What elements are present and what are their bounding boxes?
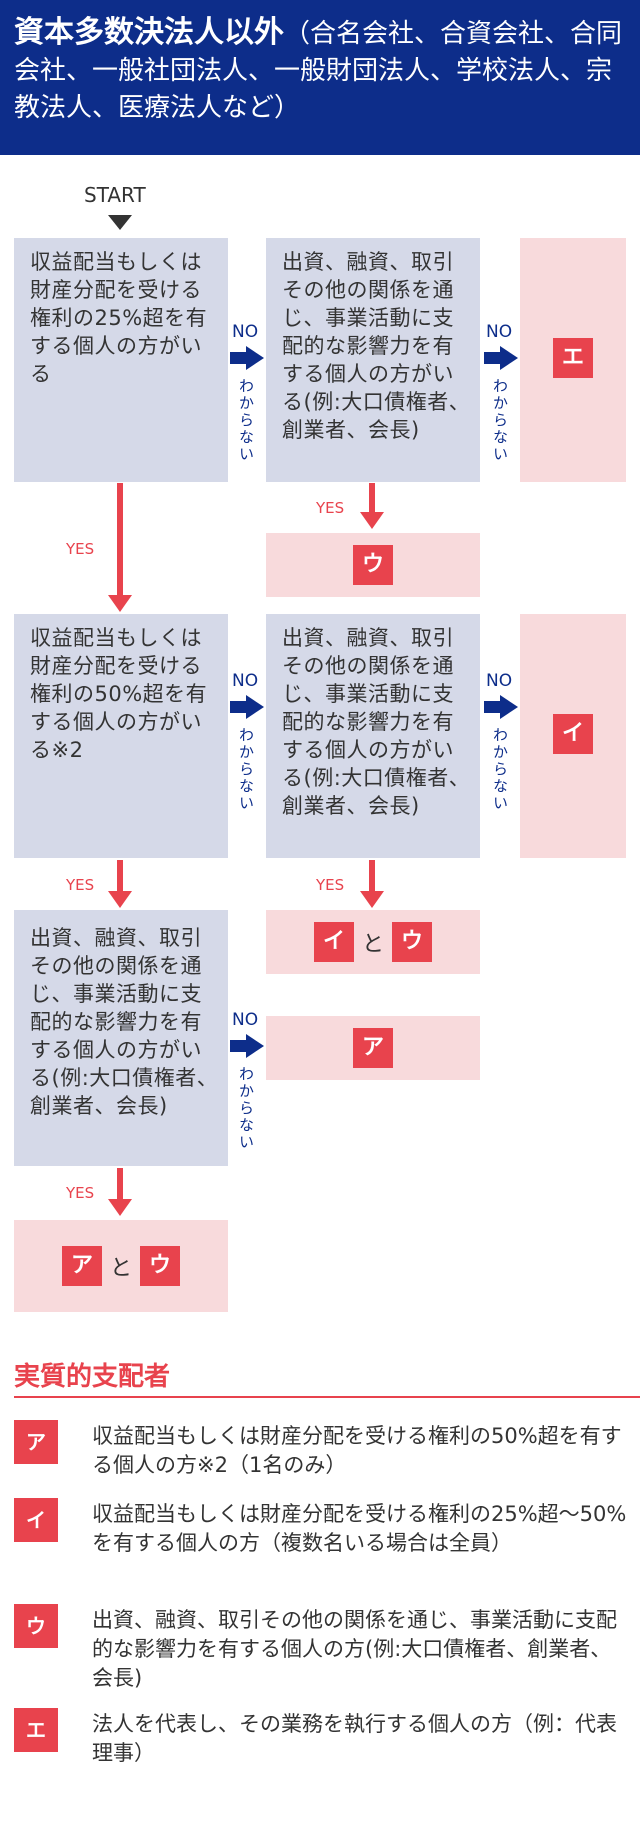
question-text-influence: 出資、融資、取引その他の関係を通じ、事業活動に支配的な影響力を有する個人の方がい…: [282, 250, 471, 442]
and-label: と: [110, 1256, 133, 1281]
legend-text-a: 収益配当もしくは財産分配を受ける権利の50%超を有する個人の方※2（1名のみ）: [92, 1424, 622, 1477]
tag-a: ア: [353, 1028, 393, 1068]
no-label: NO: [232, 322, 259, 342]
tag-u: ウ: [140, 1246, 180, 1286]
no-label: NO: [486, 322, 513, 342]
tag-i: イ: [553, 714, 593, 754]
no-label: NO: [232, 1010, 259, 1030]
arrow-yes-r1-left: [108, 483, 132, 612]
question-box-influence: 出資、融資、取引その他の関係を通じ、事業活動に支配的な影響力を有する個人の方がい…: [266, 238, 480, 482]
question-box-25: 収益配当もしくは財産分配を受ける権利の25%超を有する個人の方がいる: [14, 238, 228, 482]
arrow-no-r3: [230, 1034, 264, 1058]
arrow-no-r2a: [230, 695, 264, 719]
arrow-no-r1a: [230, 346, 264, 370]
legend-text-e: 法人を代表し、その業務を執行する個人の方（例：代表理事）: [92, 1712, 617, 1765]
question-text-25: 収益配当もしくは財産分配を受ける権利の25%超を有する個人の方がいる: [30, 250, 208, 386]
header-banner: 資本多数決法人以外（合名会社、合資会社、合同会社、一般社団法人、一般財団法人、学…: [0, 0, 640, 155]
yes-label: YES: [66, 540, 95, 558]
legend-text-u: 出資、融資、取引その他の関係を通じ、事業活動に支配的な影響力を有する個人の方(例…: [92, 1608, 617, 1690]
unknown-label: わからない: [491, 378, 509, 463]
and-label: と: [362, 932, 385, 957]
legend-tag-e: エ: [14, 1708, 58, 1752]
yes-label: YES: [316, 499, 345, 517]
section-divider: [14, 1396, 640, 1398]
tag-a: ア: [62, 1246, 102, 1286]
legend-tag-u: ウ: [14, 1604, 58, 1648]
start-arrow: [108, 215, 132, 230]
arrow-yes-r2-mid: [360, 860, 384, 908]
tag-i: イ: [314, 922, 354, 962]
yes-label: YES: [316, 876, 345, 894]
yes-label: YES: [66, 876, 95, 894]
arrow-yes-r2-left: [108, 860, 132, 908]
tag-u: ウ: [353, 545, 393, 585]
result-box-u: ウ: [266, 533, 480, 597]
arrow-yes-r3-left: [108, 1168, 132, 1216]
result-box-i: イ: [520, 614, 626, 858]
question-box-influence: 出資、融資、取引その他の関係を通じ、事業活動に支配的な影響力を有する個人の方がい…: [266, 614, 480, 858]
no-label: NO: [486, 671, 513, 691]
tag-u: ウ: [392, 922, 432, 962]
result-box-a-and-u: ア と ウ: [14, 1220, 228, 1312]
legend-text-i: 収益配当もしくは財産分配を受ける権利の25%超〜50%を有する個人の方（複数名い…: [92, 1502, 627, 1555]
arrow-no-r2b: [484, 695, 518, 719]
result-box-i-and-u: イ と ウ: [266, 910, 480, 974]
header-title-strong: 資本多数決法人以外: [14, 15, 284, 50]
question-text-influence: 出資、融資、取引その他の関係を通じ、事業活動に支配的な影響力を有する個人の方がい…: [30, 926, 219, 1118]
unknown-label: わからない: [237, 727, 255, 812]
start-label: START: [84, 183, 146, 207]
no-label: NO: [232, 671, 259, 691]
legend-tag-i: イ: [14, 1498, 58, 1542]
question-box-50: 収益配当もしくは財産分配を受ける権利の50%超を有する個人の方がいる※2: [14, 614, 228, 858]
header-title: 資本多数決法人以外（合名会社、合資会社、合同会社、一般社団法人、一般財団法人、学…: [14, 14, 630, 127]
arrow-yes-r1-mid: [360, 483, 384, 529]
question-box-influence: 出資、融資、取引その他の関係を通じ、事業活動に支配的な影響力を有する個人の方がい…: [14, 910, 228, 1166]
unknown-label: わからない: [237, 1066, 255, 1151]
legend-tag-a: ア: [14, 1420, 58, 1464]
section-title: 実質的支配者: [14, 1362, 171, 1392]
question-text-influence: 出資、融資、取引その他の関係を通じ、事業活動に支配的な影響力を有する個人の方がい…: [282, 626, 471, 818]
result-box-e: エ: [520, 238, 626, 482]
unknown-label: わからない: [491, 727, 509, 812]
result-box-a: ア: [266, 1016, 480, 1080]
header-title-rest: （合名会社、合資会社、合同会社、一般社団法人、一般財団法人、学校法人、宗教法人、…: [14, 19, 623, 123]
question-text-50: 収益配当もしくは財産分配を受ける権利の50%超を有する個人の方がいる※2: [30, 626, 208, 762]
yes-label: YES: [66, 1184, 95, 1202]
arrow-no-r1b: [484, 346, 518, 370]
tag-e: エ: [553, 338, 593, 378]
unknown-label: わからない: [237, 378, 255, 463]
